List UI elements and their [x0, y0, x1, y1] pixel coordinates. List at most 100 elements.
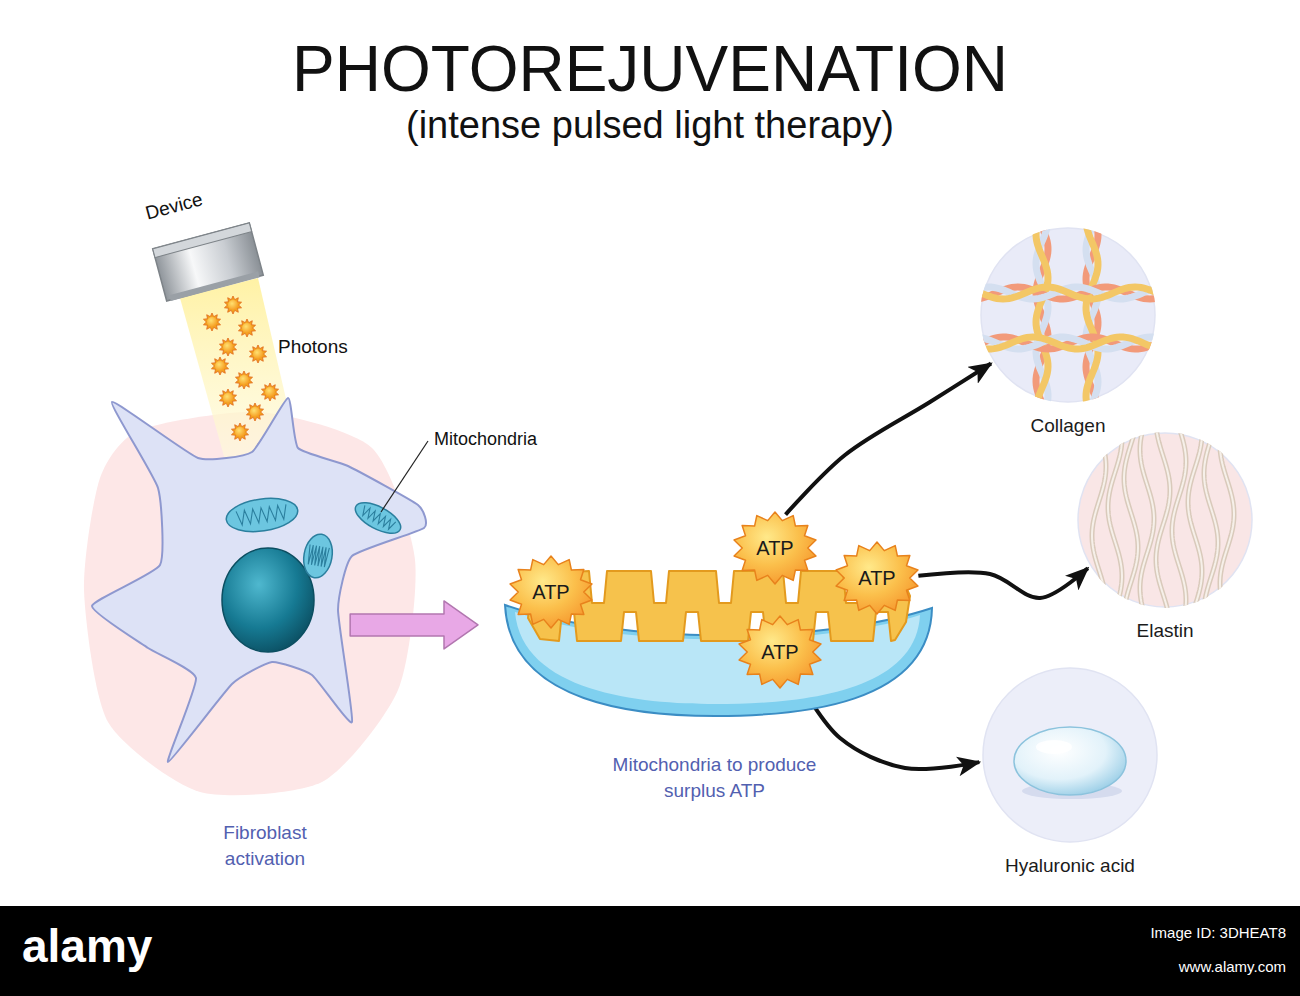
mitochondria-label: Mitochondria: [434, 429, 537, 450]
collagen-strand: [1036, 217, 1048, 415]
label-anchor: alamy: [22, 920, 152, 973]
photon-core: [239, 375, 249, 385]
mitochondrion: Mitochondria to produce surplus ATP ATP AT…: [500, 500, 940, 805]
circle-ground: [981, 228, 1155, 402]
atp-burst: ATP: [731, 510, 819, 586]
photon: [238, 319, 255, 337]
elastin-fiber-shine: [1204, 422, 1218, 620]
mitochondrion-outline: [300, 532, 335, 580]
elastin-circle: Elastin: [1065, 432, 1265, 647]
collagen-strand: [1036, 217, 1048, 415]
device-cap: [153, 223, 252, 258]
circle-shape: [982, 667, 1158, 843]
elastin-fiber: [1124, 422, 1138, 620]
atp-star-burst: [836, 542, 918, 614]
collagen-strand: [1086, 217, 1098, 415]
atp-star-burst: [739, 616, 821, 688]
elastin-fiber: [1172, 422, 1186, 620]
photon-rays: [238, 319, 255, 337]
elastin-fiber-shine: [1124, 422, 1138, 620]
node-label: Collagen: [1031, 415, 1106, 438]
photon-core: [235, 427, 245, 437]
nucleus: [222, 548, 314, 652]
device-lens: [169, 271, 259, 301]
photon-core: [242, 323, 252, 333]
label-anchor: Device: [143, 188, 205, 224]
hyaluronic-droplet: [1014, 727, 1126, 795]
circle-shape: [980, 227, 1156, 403]
photon: [249, 345, 266, 363]
connector-arrow: [786, 364, 991, 515]
node-label: ATP: [858, 568, 895, 588]
photon-rays: [224, 296, 241, 314]
photon-core: [207, 317, 217, 327]
title: PHOTOREJUVENATION: [0, 34, 1300, 104]
node-label: ATP: [761, 642, 798, 662]
subtitle: (intense pulsed light therapy): [0, 104, 1300, 148]
mitochondrion-cristae: [236, 504, 288, 525]
elastin-fiber: [1140, 422, 1154, 620]
atp-burst: ATP: [507, 554, 595, 630]
small-mitochondrion: [300, 532, 335, 580]
image-id: Image ID: 3DHEAT8: [1060, 924, 1286, 941]
photon: [224, 296, 241, 314]
fibroblast-cell: Fibroblast activation: [60, 370, 420, 870]
collagen-strand: [970, 337, 1168, 349]
collagen-strand: [970, 287, 1168, 299]
watermark-logo: alamy: [22, 920, 152, 973]
photons-label: Photons: [278, 336, 348, 358]
photon: [231, 423, 248, 441]
elastin-fiber-shine: [1188, 422, 1202, 620]
photon: [246, 403, 263, 421]
photon: [219, 389, 236, 407]
watermark-url: www.alamy.com: [1060, 958, 1286, 975]
label-anchor: Mitochondria: [434, 429, 537, 450]
elastin-fiber-shine: [1220, 422, 1234, 620]
photon-core: [223, 342, 233, 352]
node-label: ATP: [756, 538, 793, 558]
leader-line: [381, 441, 428, 512]
small-mitochondrion: [351, 497, 405, 540]
small-mitochondrion: [224, 494, 300, 536]
elastin-fiber: [1220, 422, 1234, 620]
elastin-fiber-shine: [1172, 422, 1186, 620]
elastin-fiber: [1092, 422, 1106, 620]
photon-core: [250, 407, 260, 417]
photon-rays: [249, 345, 266, 363]
photon: [211, 357, 228, 375]
label-anchor: (intense pulsed light therapy): [0, 104, 1300, 148]
mitochondrion-outline: [351, 497, 405, 540]
photon: [261, 383, 278, 401]
collagen-strand: [1036, 217, 1048, 415]
photon-core: [215, 361, 225, 371]
elastin-fiber: [1108, 422, 1122, 620]
cell-shape: [60, 370, 420, 790]
collagen-strand: [1086, 217, 1098, 415]
label-anchor: Photons: [278, 336, 348, 358]
device-body: [153, 223, 264, 301]
device-label: Device: [143, 188, 205, 224]
elastin-fiber-shine: [1092, 422, 1106, 620]
photon: [203, 313, 220, 331]
mitochondrion-cristae: [360, 505, 396, 530]
atp-star-burst: [734, 512, 816, 584]
node-label: Fibroblast activation: [190, 820, 340, 871]
cell-membrane: [92, 398, 426, 762]
node-label: Elastin: [1136, 620, 1193, 643]
collagen-strand: [970, 337, 1168, 349]
mitochondrion-outline: [224, 494, 300, 536]
photon-core: [265, 387, 275, 397]
droplet-highlight: [1036, 740, 1072, 754]
collagen-strand: [970, 287, 1168, 299]
device: [153, 223, 264, 302]
elastin-fiber-shine: [1140, 422, 1154, 620]
photon-rays: [246, 403, 263, 421]
elastin-fiber: [1188, 422, 1202, 620]
node-label: Mitochondria to produce surplus ATP: [597, 752, 832, 803]
mitochondrion-cristae: [307, 545, 330, 568]
atp-star-burst: [510, 556, 592, 628]
photon-rays: [235, 371, 252, 389]
elastin-fiber: [1156, 422, 1170, 620]
photon-core: [228, 300, 238, 310]
